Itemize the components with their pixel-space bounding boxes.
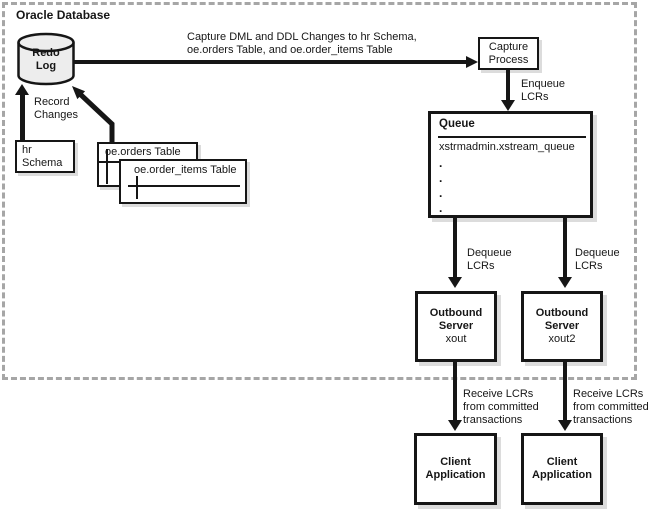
- receive-lcrs-arrow-left-shaft: [453, 362, 457, 420]
- client-application-left-line1: Client: [440, 456, 471, 468]
- queue-ellipsis-dot: .: [439, 171, 443, 185]
- receive-lcrs-label-left-line3: transactions: [463, 414, 523, 426]
- outbound-server-xout-name: xout: [445, 333, 467, 345]
- capture-process-label-line1: Capture: [488, 40, 529, 53]
- client-application-left-line2: Application: [425, 469, 486, 481]
- oracle-database-container: [2, 2, 637, 380]
- queue-title-rule: [438, 136, 586, 138]
- oe-orders-table-icon: [99, 161, 120, 163]
- capture-change-label-line2: oe.orders Table, and oe.order_items Tabl…: [187, 44, 393, 56]
- enqueue-label: Enqueue LCRs: [521, 78, 565, 104]
- outbound-server-xout2-title1: Outbound: [535, 307, 589, 319]
- queue-ellipsis-dot: .: [439, 201, 443, 215]
- client-application-right-line2: Application: [532, 469, 592, 481]
- receive-lcrs-label-right-line1: Receive LCRs: [573, 388, 644, 400]
- enqueue-label-line1: Enqueue: [521, 78, 566, 90]
- record-changes-elbow-arrow: [72, 86, 115, 144]
- oe-orders-table-label: oe.orders Table: [105, 146, 181, 158]
- oe-order-items-table-box: oe.order_items Table: [119, 159, 247, 204]
- receive-lcrs-label-right-line3: transactions: [573, 414, 633, 426]
- dequeue-arrow-right-shaft: [563, 218, 567, 278]
- receive-lcrs-label-right: Receive LCRs from committed transactions: [573, 388, 649, 427]
- client-application-right-line1: Client: [546, 456, 578, 468]
- receive-lcrs-label-right-line2: from committed: [573, 401, 649, 413]
- dequeue-label-left: Dequeue LCRs: [467, 247, 512, 273]
- receive-lcrs-arrowhead-right-icon: [558, 420, 572, 431]
- capture-change-label: Capture DML and DDL Changes to hr Schema…: [187, 31, 417, 57]
- capture-change-label-line1: Capture DML and DDL Changes to hr Schema…: [187, 31, 417, 43]
- queue-ellipsis-dot: .: [439, 156, 443, 170]
- queue-box: Queue xstrmadmin.xstream_queue . . . .: [428, 111, 593, 218]
- hr-schema-box: hr Schema: [15, 140, 75, 173]
- capture-process-box: Capture Process: [478, 37, 539, 70]
- client-application-box-right: Client Application: [521, 433, 603, 505]
- queue-name: xstrmadmin.xstream_queue: [439, 141, 575, 153]
- oe-order-items-table-label: oe.order_items Table: [134, 164, 237, 176]
- record-changes-label: Record Changes: [34, 96, 78, 122]
- outbound-server-xout2-name: xout2: [548, 333, 576, 345]
- capture-change-arrowhead-icon: [466, 56, 478, 68]
- receive-lcrs-label-left-line1: Receive LCRs: [463, 388, 534, 400]
- receive-lcrs-arrow-right-shaft: [563, 362, 567, 420]
- enqueue-label-line2: LCRs: [521, 91, 549, 103]
- redo-log-label-line1: Redo: [32, 47, 60, 59]
- receive-lcrs-label-left: Receive LCRs from committed transactions: [463, 388, 539, 427]
- enqueue-arrow-shaft: [506, 70, 510, 101]
- outbound-server-xout-title2: Server: [438, 320, 474, 332]
- record-changes-label-line1: Record: [34, 96, 70, 108]
- hr-schema-label-line1: hr: [22, 144, 32, 156]
- redo-log-label: Redo Log: [16, 47, 76, 73]
- enqueue-arrowhead-icon: [501, 100, 515, 111]
- redo-log-cylinder-icon: [17, 32, 75, 86]
- oracle-database-title: Oracle Database: [16, 8, 111, 22]
- dequeue-label-left-line2: LCRs: [467, 260, 495, 272]
- record-changes-label-line2: Changes: [34, 109, 79, 121]
- client-application-box-left: Client Application: [414, 433, 497, 505]
- queue-ellipsis-dot: .: [439, 186, 443, 200]
- record-changes-arrowhead-icon: [15, 84, 29, 95]
- receive-lcrs-arrowhead-left-icon: [448, 420, 462, 431]
- oe-orders-table-icon: [106, 149, 108, 184]
- dequeue-label-right-line2: LCRs: [575, 260, 603, 272]
- capture-process-label-line2: Process: [488, 53, 529, 66]
- queue-title: Queue: [439, 118, 475, 130]
- oe-order-items-table-icon: [136, 176, 138, 199]
- oe-order-items-table-icon: [128, 185, 240, 187]
- dequeue-label-right-line1: Dequeue: [575, 247, 620, 259]
- receive-lcrs-label-left-line2: from committed: [463, 401, 539, 413]
- outbound-server-xout-box: Outbound Server xout: [415, 291, 497, 362]
- redo-log-label-line2: Log: [35, 60, 57, 72]
- outbound-server-xout2-title2: Server: [544, 320, 580, 332]
- outbound-server-xout2-box: Outbound Server xout2: [521, 291, 603, 362]
- dequeue-arrowhead-left-icon: [448, 277, 462, 288]
- dequeue-arrowhead-right-icon: [558, 277, 572, 288]
- hr-schema-label-line2: Schema: [22, 157, 63, 169]
- record-changes-arrow-shaft: [20, 94, 25, 140]
- dequeue-label-left-line1: Dequeue: [467, 247, 512, 259]
- outbound-server-xout-title1: Outbound: [429, 307, 483, 319]
- capture-change-arrow-shaft: [74, 60, 466, 64]
- dequeue-arrow-left-shaft: [453, 218, 457, 278]
- dequeue-label-right: Dequeue LCRs: [575, 247, 620, 273]
